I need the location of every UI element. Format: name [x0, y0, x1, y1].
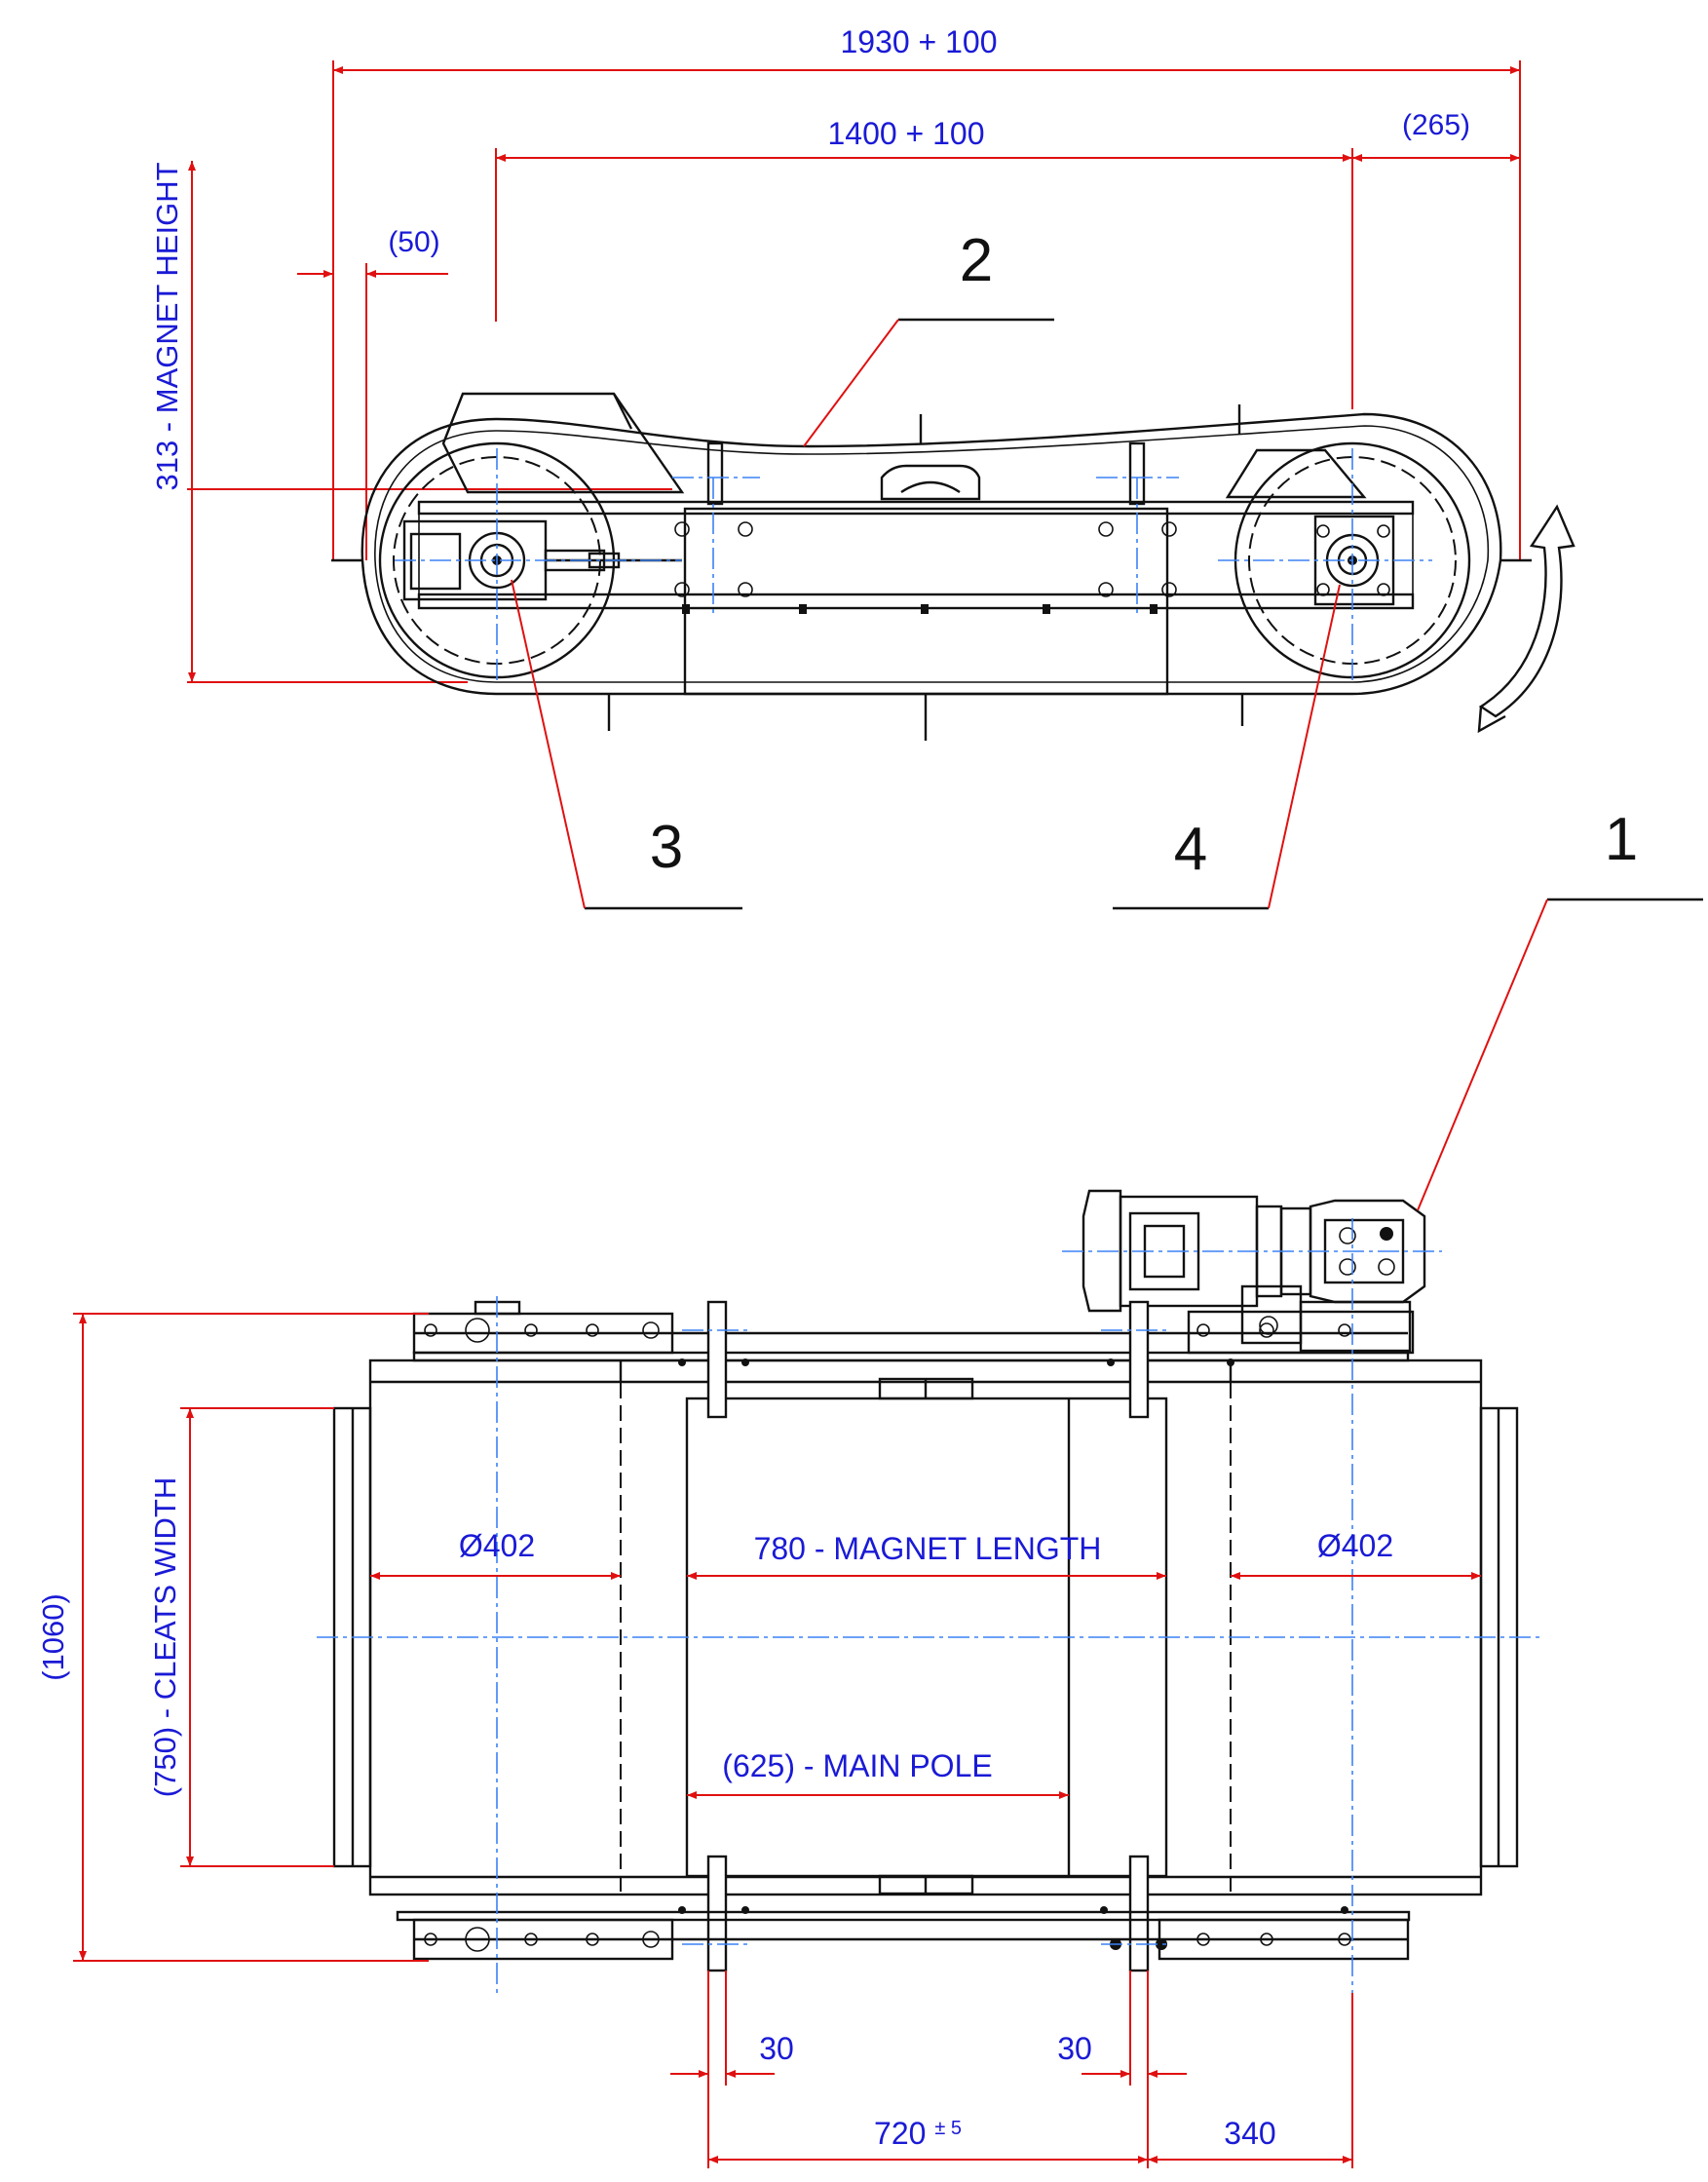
dim-pulley-diameter-left: Ø402	[370, 1528, 621, 1580]
drive-hood	[1225, 448, 1367, 499]
callout-1-label: 1	[1605, 806, 1638, 873]
gear-motor	[1062, 1189, 1442, 1353]
dim-overall-width-label: (1060)	[36, 1593, 70, 1681]
dim-support-offsets: 30 30 720 ± 5 340	[670, 1971, 1353, 2168]
dim-idler-overhang: (50)	[297, 226, 448, 560]
dim-drive-overhang-label: (265)	[1402, 109, 1470, 141]
dim-drive-overhang: (265)	[1352, 109, 1520, 162]
dim-cleats-width: (750) - CLEATS WIDTH	[148, 1407, 334, 1867]
dim-main-pole-label: (625) - MAIN POLE	[722, 1748, 992, 1783]
suspension-brackets	[706, 1300, 1150, 1972]
callout-4-label: 4	[1174, 816, 1207, 883]
plan-view: (1060) (750) - CLEATS WIDTH Ø402 Ø402 78…	[36, 806, 1703, 2168]
side-centerlines	[395, 448, 1432, 682]
dim-support-span-value: 720	[874, 2116, 926, 2151]
dim-drive-offset-label: 340	[1224, 2116, 1275, 2151]
dim-cleats-width-label: (750) - CLEATS WIDTH	[148, 1477, 182, 1797]
dim-pulley-diameter-left-label: Ø402	[459, 1528, 535, 1563]
frame-bolts	[682, 604, 1158, 614]
magnet-body	[683, 507, 1169, 696]
dim-magnet-length-label: 780 - MAGNET LENGTH	[754, 1531, 1102, 1566]
dim-support-span-tolerance: ± 5	[934, 2118, 962, 2139]
dim-support-left-label: 30	[759, 2031, 794, 2066]
dim-support-span-label: 720 ± 5	[874, 2116, 962, 2151]
callout-1: 1	[1417, 806, 1703, 1211]
idler-pulley	[378, 441, 682, 679]
callout-4: 4	[1113, 584, 1341, 910]
dim-pulley-diameter-right-label: Ø402	[1317, 1528, 1393, 1563]
dim-magnet-height: 313 - MAGNET HEIGHT	[150, 161, 672, 683]
dim-pulley-diameter-right: Ø402	[1231, 1528, 1481, 1580]
top-side-rail	[412, 1300, 1415, 1366]
plan-centerlines	[317, 1218, 1544, 1993]
dim-overall-width: (1060)	[36, 1313, 429, 1962]
dim-main-pole: (625) - MAIN POLE	[687, 1748, 1069, 1799]
callout-2: 2	[803, 227, 1054, 447]
dim-magnet-length: 780 - MAGNET LENGTH	[687, 1531, 1166, 1580]
dim-overall-length-label: 1930 + 100	[840, 24, 997, 59]
dim-pulley-centers-label: 1400 + 100	[827, 116, 984, 151]
bottom-side-rail	[396, 1906, 1411, 1961]
belt-outline	[361, 412, 1502, 696]
rotation-direction-arrow	[1478, 504, 1575, 718]
conveyor-body	[332, 1359, 1519, 1896]
dim-idler-overhang-label: (50)	[388, 226, 439, 258]
magnet-mount-holes	[674, 521, 1177, 597]
dim-support-right-label: 30	[1057, 2031, 1092, 2066]
magnet-block	[685, 1377, 1168, 1895]
dim-pulley-centers: 1400 + 100	[495, 116, 1353, 409]
dim-magnet-height-label: 313 - MAGNET HEIGHT	[150, 162, 184, 490]
callout-2-label: 2	[960, 227, 993, 294]
side-view: 1930 + 100 1400 + 100 (265) (50) 313 - M…	[150, 24, 1575, 910]
callout-3: 3	[511, 579, 742, 910]
belt-inner-line	[374, 425, 1490, 683]
callout-3-label: 3	[650, 814, 683, 881]
dim-overall-length: 1930 + 100	[332, 24, 1521, 560]
